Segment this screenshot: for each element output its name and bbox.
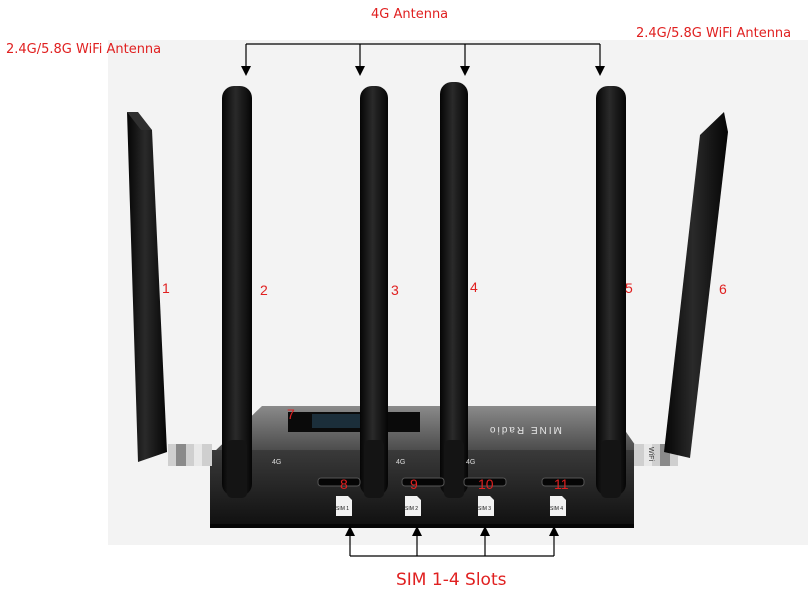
port-mark-2: 4G [396,459,406,466]
label-sim-slots: SIM 1-4 Slots [396,570,507,590]
antenna-number-2: 2 [260,282,268,298]
sim-number-10: 10 [478,476,494,492]
sim-slot-3 [463,477,507,487]
sim-card-icon-3 [478,496,494,516]
sim-card-label-1: SIM 1 [336,506,350,512]
antenna-4 [440,82,468,496]
sim-card-label-4: SIM 4 [550,506,564,512]
antenna-number-6: 6 [719,281,727,297]
antenna-number-1: 1 [162,280,170,296]
side-mark: WiFi [647,447,654,461]
sim-number-9: 9 [410,476,418,492]
port-mark-3: 4G [466,459,476,466]
router-top-surface [214,406,640,452]
label-4g-antenna: 4G Antenna [371,7,449,22]
port-mark-1: 4G [272,459,282,466]
sim-card-label-2: SIM 2 [405,506,419,512]
sim-card-label-3: SIM 3 [478,506,492,512]
sim-card-icon-1 [336,496,352,516]
left-connector [168,444,212,466]
display-number: 7 [287,406,295,422]
antenna-6 [664,112,728,458]
antenna-5 [596,86,626,496]
brand-text: MINE Radio [488,424,562,435]
sim-slot-1 [317,477,361,487]
top-bracket-arrows [245,43,601,70]
antenna-2 [222,86,252,496]
antenna-1 [127,112,167,462]
sim-slot-4 [541,477,585,487]
antenna-number-5: 5 [625,280,633,296]
sim-number-11: 11 [554,476,569,492]
sim-card-icon-4 [550,496,566,516]
antenna-3 [360,86,388,496]
label-wifi-right: 2.4G/5.8G WiFi Antenna [636,26,792,41]
antenna-number-4: 4 [470,279,478,295]
sim-card-icon-2 [405,496,421,516]
sim-number-8: 8 [340,476,348,492]
sim-slot-2 [401,477,445,487]
label-wifi-left: 2.4G/5.8G WiFi Antenna [6,42,162,57]
antenna-number-3: 3 [391,282,399,298]
